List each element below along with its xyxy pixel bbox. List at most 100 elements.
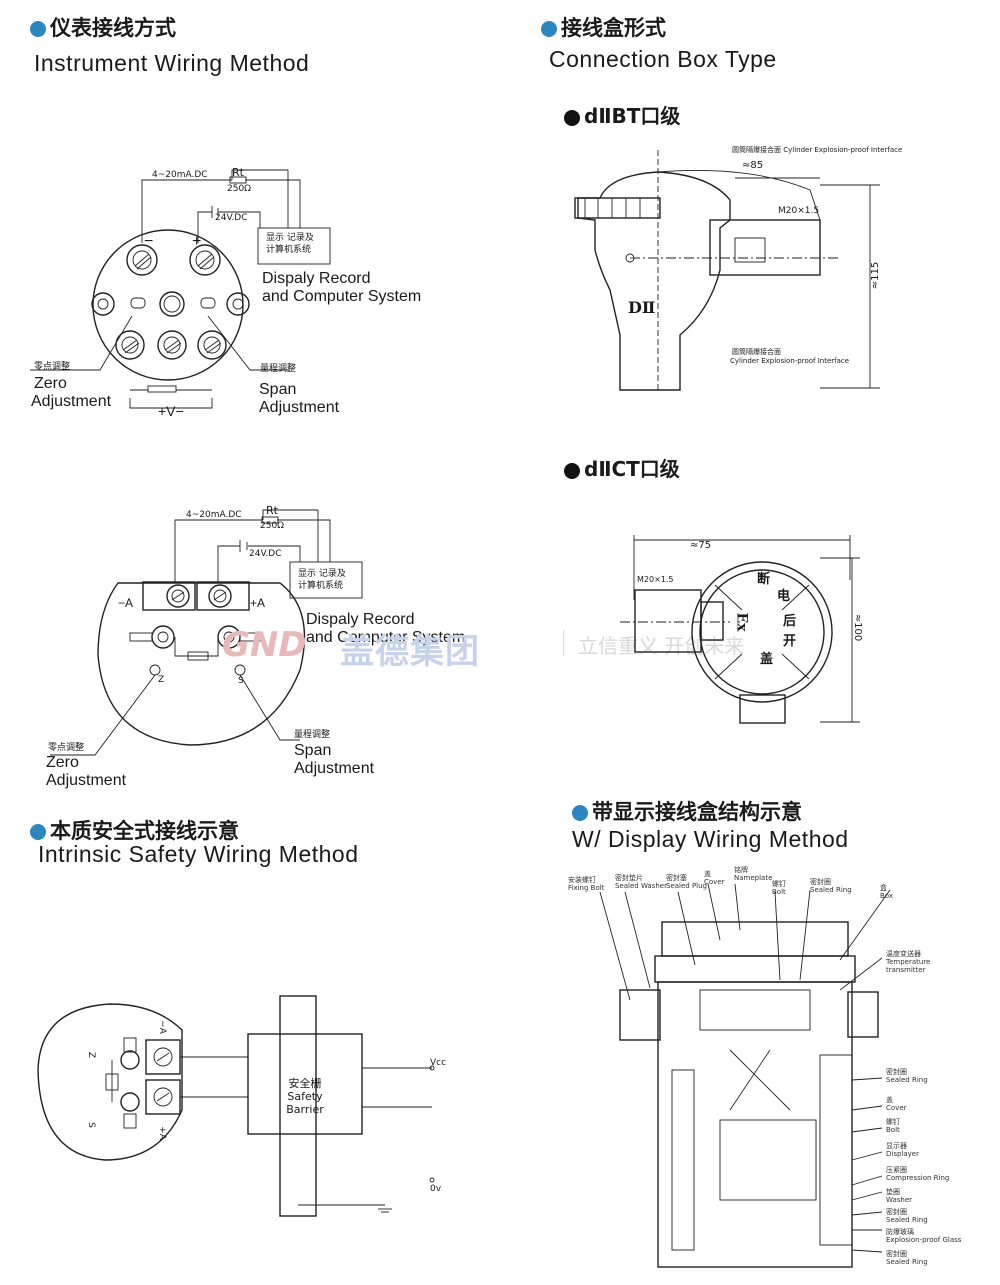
bt-thread: M20×1.5	[778, 206, 820, 216]
intrinsic-safety-diagram	[37, 995, 435, 1217]
d2-zero-2: Adjustment	[46, 772, 127, 789]
ct-title: dⅡCT口级	[564, 453, 680, 482]
callout-cn: 螺钉	[772, 880, 786, 888]
callout-en: Fixing Bolt	[568, 884, 605, 892]
ct-box-drawing	[620, 535, 860, 724]
callout-cn: 密封塞	[666, 874, 687, 882]
bullet-icon	[541, 21, 557, 37]
d1-span-1: Span	[259, 381, 297, 398]
callout-cn: 密封垫片	[615, 874, 643, 882]
barrier-en-2: Barrier	[286, 1103, 324, 1116]
callout-cn: 螺钉	[886, 1118, 900, 1126]
d1-minus: −	[144, 233, 154, 250]
ct-ex: Ex	[733, 612, 750, 632]
is-neg: −A	[156, 1020, 167, 1034]
callout-en: Sealed Ring	[886, 1258, 928, 1266]
watermark-brand: 盖德集团	[340, 632, 480, 672]
d2-current: 4~20mA.DC	[186, 510, 242, 520]
d1-vdc: 24V.DC	[215, 213, 248, 223]
d2-pos: +A	[250, 596, 266, 610]
d2-record-2: and Computer System	[306, 629, 466, 646]
ct-warn-5: 盖	[760, 652, 774, 667]
d2-box-cn-2: 计算机系统	[298, 581, 344, 591]
bullet-icon	[564, 462, 580, 479]
bullet-icon	[564, 109, 580, 126]
bt-mark: DⅡ	[628, 298, 656, 317]
callout-cn: 温度变送器	[886, 950, 921, 958]
box-type-title-en: Connection Box Type	[549, 46, 777, 72]
d1-record-2: and Computer System	[262, 288, 422, 305]
ct-warn-1: 断	[757, 572, 771, 587]
callout-en: Bolt	[772, 888, 786, 896]
d1-ohm: 250Ω	[227, 184, 252, 194]
watermark-divider	[563, 630, 564, 656]
callout-cn: 防爆玻璃	[886, 1228, 914, 1236]
callout-cn: 密封圈	[886, 1208, 907, 1216]
instrument-wiring-diagram-2	[50, 509, 363, 756]
d2-s: S	[238, 676, 244, 686]
watermark: GND 盖德集团	[222, 622, 552, 672]
ct-warn-2: 电	[777, 589, 791, 604]
callout-cn: 盖	[704, 870, 711, 878]
d1-supply: +V−	[158, 403, 184, 419]
d2-span-1: Span	[294, 742, 332, 759]
bullet-icon	[30, 21, 46, 37]
ct-title-text: dⅡCT口级	[584, 457, 680, 481]
bt-interface-bot-cn: 圆筒隔爆接合面	[732, 348, 781, 356]
callout-en: Cover	[886, 1104, 907, 1112]
callout-en: Sealed Plug	[666, 882, 708, 890]
barrier-cn: 安全栅	[288, 1077, 322, 1090]
callout-en: Bolt	[886, 1126, 900, 1134]
callout-en: Compression Ring	[886, 1174, 950, 1182]
ct-warn-3: 后	[783, 614, 797, 629]
watermark-slogan: 立信重义 开创未来	[578, 634, 745, 658]
ct-warn-4: 开	[783, 634, 797, 649]
intrinsic-title-en: Intrinsic Safety Wiring Method	[38, 841, 359, 867]
display-title-cn-text: 带显示接线盒结构示意	[592, 800, 802, 824]
is-z: Z	[86, 1051, 97, 1059]
brand-logo-icon: GND	[222, 625, 307, 665]
bullet-icon	[572, 805, 588, 821]
bt-dim-85: ≈85	[742, 160, 764, 171]
ct-dim-75: ≈75	[690, 540, 712, 551]
bt-interface-top: 圆筒隔爆接合面 Cylinder Explosion-proof Interfa…	[732, 146, 903, 154]
is-s: S	[85, 1122, 96, 1128]
d1-span-2: Adjustment	[259, 399, 340, 416]
instrument-title-cn: 仪表接线方式	[30, 12, 176, 42]
callout-cn: 密封圈	[886, 1250, 907, 1258]
instrument-title-cn-text: 仪表接线方式	[50, 16, 176, 40]
callout-cn: 垫圈	[886, 1188, 900, 1196]
display-title-en: W/ Display Wiring Method	[572, 826, 849, 852]
callout-en: Sealed Ring	[886, 1216, 928, 1224]
bt-interface-bot-en: Cylinder Explosion-proof Interface	[730, 357, 850, 365]
callout-cn: 铭牌	[734, 866, 748, 874]
d1-box-cn-2: 计算机系统	[266, 245, 312, 255]
d2-span-2: Adjustment	[294, 760, 375, 777]
callout-en: Displayer	[886, 1150, 919, 1158]
callout-cn: 显示器	[886, 1142, 907, 1150]
is-pos: +A	[156, 1126, 167, 1140]
d1-box-cn-1: 显示 记录及	[266, 233, 314, 243]
barrier-en-1: Safety	[287, 1090, 323, 1103]
callout-cn: 盖	[886, 1096, 893, 1104]
callout-en: Sealed Washer	[615, 882, 667, 890]
callout-en: Cover	[704, 878, 725, 886]
callout-en: Temperature transmitter	[886, 958, 931, 974]
display-box-drawing	[599, 883, 891, 1268]
d1-span-cn: 量程调整	[260, 364, 297, 374]
callout-en: Washer	[886, 1196, 913, 1204]
ct-dim-100: ≈100	[852, 613, 864, 642]
instrument-title-en: Instrument Wiring Method	[34, 50, 310, 76]
